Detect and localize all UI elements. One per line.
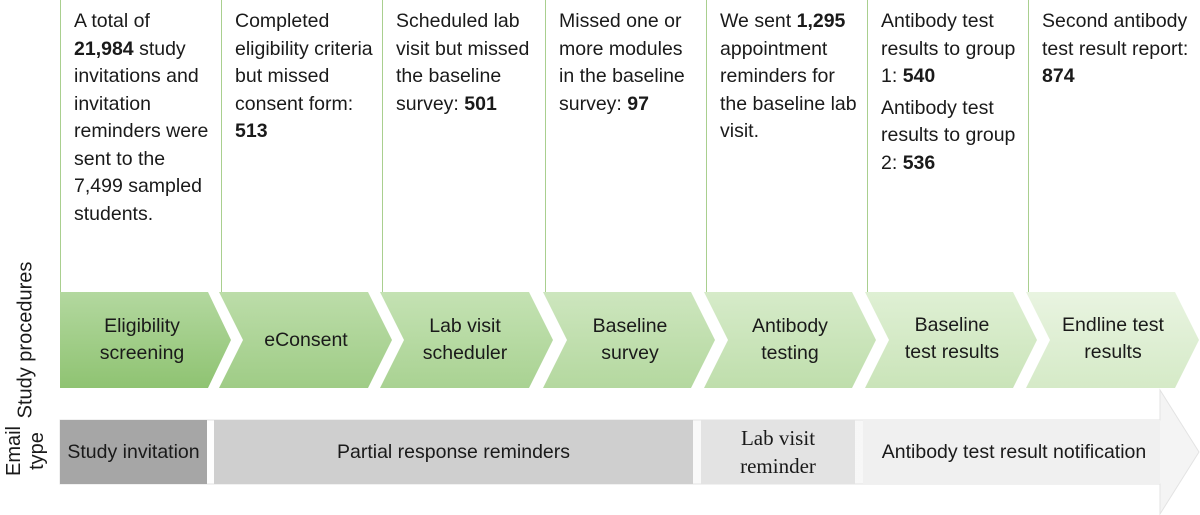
callout-text: Second antibody test result report: — [1042, 10, 1189, 60]
chevron-endline-test-results — [1026, 292, 1199, 388]
email-box-partial-response — [214, 420, 693, 484]
email-label-partial-response: Partial response reminders — [336, 441, 571, 463]
chevron-antibody-testing — [704, 292, 876, 388]
callout-count: 1,295 — [796, 10, 846, 32]
callout-count: 540 — [902, 65, 936, 87]
callout-endline-results: Second antibody test result report: 874 — [1028, 0, 1196, 292]
procedure-label-lab-scheduler: Lab visit scheduler — [422, 315, 508, 364]
callout-text: Scheduled lab visit but missed the basel… — [396, 10, 530, 115]
chevron-eligibility-screening — [60, 292, 231, 388]
callout-baseline-survey: Missed one or more modules in the baseli… — [545, 0, 703, 292]
callout-text: appointment reminders for the baseline l… — [720, 37, 857, 143]
callout-baseline-results: Antibody test results to group 1: 540 An… — [867, 0, 1025, 292]
callout-antibody-testing: We sent 1,295 appointment reminders for … — [706, 0, 864, 292]
email-box-study-invitation — [60, 420, 207, 484]
callout-count: 501 — [464, 92, 497, 115]
callout-text: Antibody test results to group 1: — [881, 10, 1016, 87]
procedure-label-antibody-testing: Antibody testing — [752, 315, 828, 364]
callout-count: 874 — [1042, 65, 1075, 87]
callout-count: 97 — [627, 92, 649, 115]
chevron-baseline-survey — [543, 292, 715, 388]
callout-text: Completed eligibility criteria but misse… — [235, 10, 373, 115]
procedure-label-baseline-results: Baseline test results — [904, 314, 1000, 363]
chevron-baseline-test-results — [865, 292, 1037, 388]
email-box-lab-visit-reminder — [701, 420, 855, 484]
callout-line-2: Antibody test results to group 2: 536 — [881, 95, 1021, 178]
chevron-econsent — [219, 292, 392, 388]
callout-text: A total of — [74, 10, 150, 32]
callout-eligibility: A total of 21,984 study invitations and … — [60, 0, 218, 292]
chevron-lab-visit-scheduler — [380, 292, 553, 388]
callout-lab-scheduler: Scheduled lab visit but missed the basel… — [382, 0, 540, 292]
email-label-lab-visit-reminder: Lab visit reminder — [740, 426, 816, 478]
email-label-antibody-notification: Antibody test result notification — [881, 441, 1147, 463]
procedure-label-baseline-survey: Baseline survey — [592, 315, 668, 364]
callout-text: Antibody test results to group 2: — [881, 96, 1016, 174]
callout-text: We sent — [720, 10, 797, 32]
callout-text: Missed one or more modules in the baseli… — [559, 10, 685, 115]
email-label-study-invitation: Study invitation — [67, 441, 200, 463]
callout-count: 536 — [902, 151, 936, 174]
callout-count: 513 — [235, 120, 268, 142]
procedure-label-eligibility: Eligibility screening — [99, 315, 185, 364]
callout-econsent: Completed eligibility criteria but misse… — [221, 0, 379, 292]
email-box-antibody-notification — [863, 420, 1160, 484]
procedure-label-endline-results: Endline test results — [1062, 314, 1164, 363]
callout-count: 21,984 — [74, 37, 134, 60]
procedure-label-econsent: eConsent — [264, 328, 348, 351]
callout-text: study invitations and invitation reminde… — [74, 37, 209, 225]
